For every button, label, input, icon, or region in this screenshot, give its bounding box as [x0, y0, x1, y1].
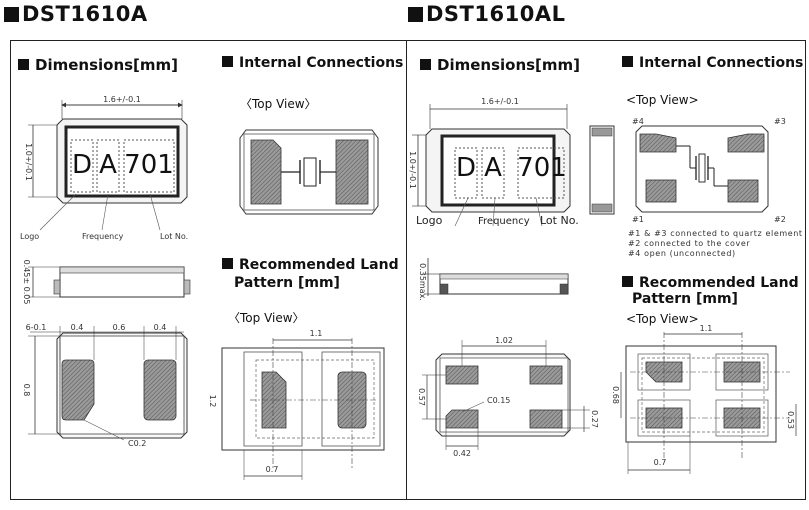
- right-land-pattern: [620, 332, 797, 474]
- left-internal-heading: Internal Connections: [222, 55, 403, 71]
- right-logo-char: D: [456, 153, 476, 183]
- right-land-heading-text: Recommended Land: [639, 275, 799, 291]
- right-internal-heading: Internal Connections: [622, 55, 803, 71]
- right-height-dim: 1.0+/-0.1: [408, 151, 417, 189]
- heading-square-icon: [622, 276, 633, 287]
- right-internal-connection-diagram: [635, 125, 769, 213]
- right-freq-char: A: [484, 153, 502, 183]
- connection-note-1: #1 & #3 connected to quartz element: [628, 229, 803, 238]
- left-land-pitch-dim: 1.1: [310, 329, 323, 338]
- right-freq-label: Frequency: [478, 216, 530, 227]
- pin-2-label: #2: [774, 215, 786, 224]
- left-chamfer-dim: C0.2: [128, 439, 146, 448]
- left-pad-a-dim: 0.4: [71, 323, 84, 332]
- right-land-padh-dim: 0.53: [786, 411, 795, 429]
- left-package-bottom-view: [28, 326, 188, 441]
- left-logo-char: D: [72, 150, 92, 180]
- right-lot-label: Lot No.: [540, 214, 579, 227]
- heading-square-icon: [222, 56, 233, 67]
- right-package-side-view: [424, 258, 569, 296]
- left-land-heading-text: Recommended Land: [239, 257, 399, 273]
- left-lot-label: Lot No.: [160, 232, 188, 241]
- right-package-bottom-view: [422, 340, 590, 450]
- left-height-dim: 1.0+/-0.1: [24, 143, 33, 181]
- right-package-top-view: [412, 104, 615, 227]
- left-dimensions-heading: Dimensions[mm]: [18, 56, 178, 74]
- left-land-heading: Recommended Land: [222, 257, 399, 273]
- right-width-dim: 1.6+/-0.1: [481, 97, 519, 106]
- model-title-left: DST1610A: [4, 2, 148, 26]
- heading-square-icon: [622, 56, 633, 67]
- model-title-right-text: DST1610AL: [426, 2, 566, 26]
- model-title-right: DST1610AL: [408, 2, 565, 26]
- left-pad-offset-dim: 6-0.1: [26, 323, 47, 332]
- left-land-padwidth-dim: 0.7: [266, 465, 279, 474]
- left-internal-view-label: 〈Top View〉: [240, 97, 317, 111]
- right-land-heading: Recommended Land: [622, 275, 799, 291]
- right-land-view-label: <Top View>: [626, 312, 699, 326]
- left-land-height-dim: 1.2: [208, 395, 217, 408]
- pin-3-label: #3: [774, 117, 786, 126]
- right-thickness-dim: 0.35max.: [418, 263, 427, 301]
- left-pad-b-dim: 0.4: [154, 323, 167, 332]
- spec-frame: [10, 40, 806, 500]
- right-chamfer-dim: C0.15: [487, 396, 510, 405]
- heading-square-icon: [18, 59, 29, 70]
- right-internal-view-label: <Top View>: [626, 93, 699, 107]
- heading-square-icon: [420, 59, 431, 70]
- left-internal-heading-text: Internal Connections: [239, 55, 404, 71]
- pin-1-label: #1: [632, 215, 644, 224]
- title-square-icon: [408, 7, 423, 22]
- left-width-dim: 1.6+/-0.1: [103, 95, 141, 104]
- left-land-pattern: [221, 338, 385, 480]
- right-lot-text: 701: [517, 153, 567, 183]
- model-title-left-text: DST1610A: [22, 2, 148, 26]
- left-package-top-view: [28, 100, 188, 231]
- left-land-view-label: 〈Top View〉: [228, 311, 305, 325]
- right-pad-span-dim: 0.57: [417, 388, 426, 406]
- left-internal-connection-diagram: [239, 129, 379, 215]
- left-pad-len-dim: 0.8: [22, 384, 31, 397]
- right-land-heading-line2: Pattern [mm]: [632, 291, 738, 307]
- left-lot-text: 701: [124, 150, 174, 180]
- right-land-pitch-dim: 1.1: [700, 324, 713, 333]
- connection-note-2: #2 connected to the cover: [628, 239, 751, 248]
- left-land-heading-line2: Pattern [mm]: [234, 275, 340, 291]
- right-pad-pitch-dim: 1.02: [495, 336, 513, 345]
- right-logo-label: Logo: [416, 214, 443, 227]
- left-thickness-dim: 0.45± 0.05: [22, 260, 31, 305]
- left-package-side-view: [28, 266, 191, 298]
- right-land-padwidth-dim: 0.7: [654, 458, 667, 467]
- right-land-height-dim: 0.68: [611, 386, 620, 404]
- right-dimensions-heading: Dimensions[mm]: [420, 56, 580, 74]
- left-freq-char: A: [99, 150, 117, 180]
- panel-divider: [406, 40, 407, 500]
- right-internal-heading-text: Internal Connections: [639, 55, 804, 71]
- left-pad-gap-dim: 0.6: [113, 323, 126, 332]
- pin-4-label: #4: [632, 117, 644, 126]
- right-pad-w-dim: 0.42: [453, 449, 471, 458]
- left-freq-label: Frequency: [82, 232, 124, 241]
- left-dimensions-heading-text: Dimensions[mm]: [35, 56, 179, 74]
- connection-note-3: #4 open (unconnected): [628, 249, 736, 258]
- right-dimensions-heading-text: Dimensions[mm]: [437, 56, 581, 74]
- left-logo-label: Logo: [20, 232, 39, 241]
- right-pad-h-dim: 0.27: [590, 410, 599, 428]
- title-square-icon: [4, 7, 19, 22]
- heading-square-icon: [222, 258, 233, 269]
